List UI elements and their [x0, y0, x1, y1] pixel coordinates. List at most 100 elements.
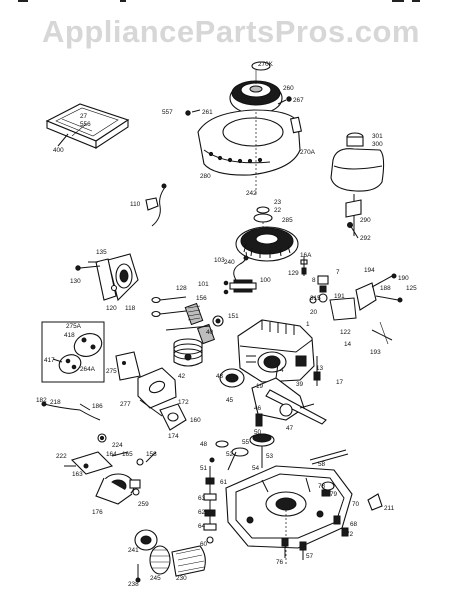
fuel-pump-part: [95, 473, 141, 505]
label-76: 76: [276, 559, 284, 566]
top-edge-fragments: [18, 0, 420, 2]
label-164: 164: [106, 451, 117, 458]
label-13: 13: [316, 365, 324, 372]
label-48: 48: [200, 441, 208, 448]
label-186: 186: [92, 403, 103, 410]
label-156: 156: [196, 295, 207, 302]
label-39: 39: [296, 381, 304, 388]
label-45: 45: [226, 397, 234, 404]
label-27: 27: [80, 113, 88, 120]
label-54: 54: [252, 465, 260, 472]
ignition-wire-part: [145, 183, 167, 227]
label-259: 259: [138, 501, 149, 508]
label-72: 72: [346, 531, 354, 538]
label-47: 47: [286, 425, 294, 432]
label-270k: 270K: [258, 61, 274, 68]
label-275: 275: [106, 368, 117, 375]
label-290: 290: [360, 217, 371, 224]
label-22: 22: [274, 207, 282, 214]
label-14: 14: [344, 341, 352, 348]
label-194: 194: [364, 267, 375, 274]
label-120: 120: [106, 305, 117, 312]
label-23: 23: [274, 199, 282, 206]
label-50: 50: [254, 429, 262, 436]
label-163: 163: [72, 471, 83, 478]
label-70: 70: [352, 501, 360, 508]
label-129: 129: [288, 270, 299, 277]
bottom-hardware-part: [281, 493, 383, 560]
muffler-body-part: [115, 351, 177, 409]
label-556: 556: [80, 121, 91, 128]
ignition-coil-part: [223, 251, 257, 295]
label-285: 285: [282, 217, 293, 224]
label-224: 224: [112, 442, 123, 449]
label-270a: 270A: [300, 149, 316, 156]
label-53: 53: [266, 453, 274, 460]
label-241: 241: [128, 547, 139, 554]
label-52: 52: [226, 451, 234, 458]
label-172: 172: [178, 399, 189, 406]
label-51: 51: [200, 465, 208, 472]
governor-shaft-part: [203, 457, 217, 544]
label-79: 79: [330, 491, 338, 498]
label-64: 64: [198, 523, 206, 530]
control-bracket-part: [64, 451, 157, 475]
air-filter-cover-part: [45, 103, 130, 150]
label-122: 122: [340, 329, 351, 336]
label-277: 277: [120, 401, 131, 408]
label-238: 238: [128, 581, 139, 588]
label-40: 40: [206, 329, 214, 336]
label-191: 191: [334, 293, 345, 300]
label-110: 110: [130, 201, 141, 208]
part-callout-labels: 400 27 556 557 261 270K 260 267 270A 280…: [36, 61, 417, 588]
label-158: 158: [146, 451, 157, 458]
carburetor-part: [75, 253, 139, 302]
spark-plug-parts: [300, 256, 329, 304]
label-160: 160: [190, 417, 201, 424]
label-8: 8: [312, 277, 316, 284]
label-103: 103: [214, 257, 225, 264]
label-211: 211: [384, 505, 395, 512]
label-264a: 264A: [80, 366, 96, 373]
label-292: 292: [360, 235, 371, 242]
label-417: 417: [44, 357, 55, 364]
label-190: 190: [398, 275, 409, 282]
label-135: 135: [96, 249, 107, 256]
label-101: 101: [198, 281, 209, 288]
label-557: 557: [162, 109, 173, 116]
label-19: 19: [256, 383, 264, 390]
crankshaft-part: [219, 356, 327, 425]
label-222: 222: [56, 453, 67, 460]
label-260: 260: [283, 85, 294, 92]
label-61: 61: [220, 479, 228, 486]
label-230: 230: [176, 575, 187, 582]
label-275a: 275A: [66, 323, 82, 330]
cylinder-block-part: [237, 319, 315, 383]
label-300: 300: [372, 141, 383, 148]
label-267: 267: [293, 97, 304, 104]
label-182: 182: [36, 397, 47, 404]
label-4: 4: [280, 367, 284, 374]
label-130: 130: [70, 278, 81, 285]
muffler-kit-part: [41, 321, 105, 383]
label-188: 188: [380, 285, 391, 292]
air-filter-element-part: [134, 529, 206, 583]
label-43: 43: [216, 373, 224, 380]
label-400: 400: [53, 147, 64, 154]
governor-linkage-part: [329, 273, 403, 345]
label-57: 57: [306, 553, 314, 560]
label-118: 118: [125, 305, 136, 312]
label-174: 174: [168, 433, 179, 440]
label-193: 193: [370, 349, 381, 356]
label-261: 261: [202, 109, 213, 116]
label-280: 280: [200, 173, 211, 180]
oil-tube-part: [309, 449, 349, 497]
recoil-starter-part: [185, 61, 303, 196]
label-218: 218: [50, 399, 61, 406]
valve-parts: [151, 296, 224, 345]
camshaft-part: [215, 413, 275, 471]
label-46: 46: [254, 405, 262, 412]
label-301: 301: [372, 133, 383, 140]
label-20: 20: [310, 309, 318, 316]
